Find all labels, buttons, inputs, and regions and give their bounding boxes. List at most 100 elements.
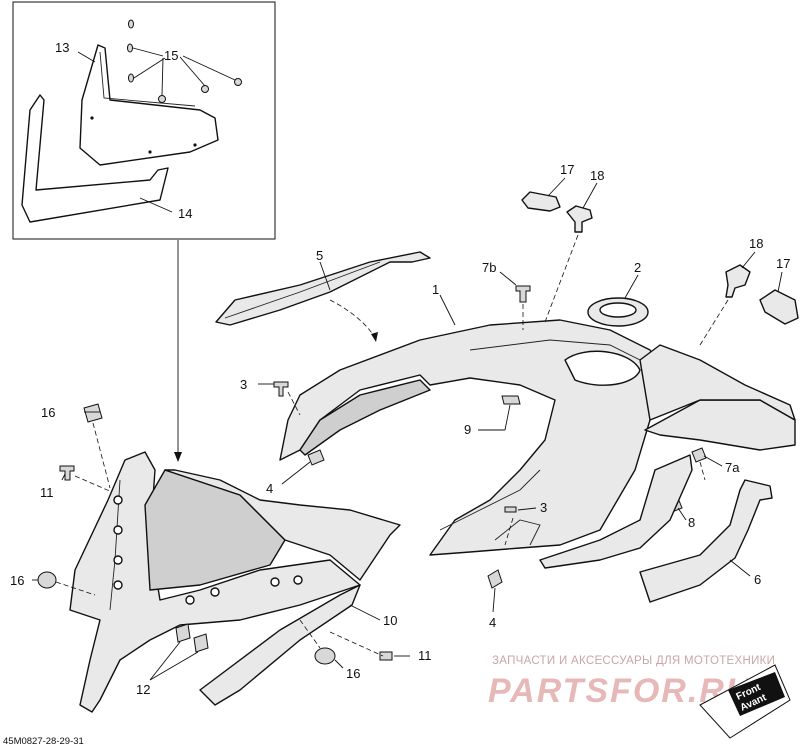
nut-15 xyxy=(234,78,242,86)
leader-16 xyxy=(334,659,344,669)
leader-17 xyxy=(777,271,783,293)
front-fairing-top xyxy=(164,469,401,581)
axis-3 xyxy=(504,517,514,546)
arrow-head xyxy=(174,452,182,462)
drawing-number: 45M0827-28-29-31 xyxy=(3,736,84,747)
callout-12: 12 xyxy=(136,682,150,697)
grommet-part-16 xyxy=(83,403,103,423)
nut-15 xyxy=(158,95,166,103)
callout-16: 16 xyxy=(41,405,55,420)
bolt-part-18 xyxy=(725,264,751,298)
deflector-detail xyxy=(224,261,381,319)
leader-15 xyxy=(179,56,206,87)
leader-15 xyxy=(182,55,236,81)
callout-5: 5 xyxy=(316,248,323,263)
callout-18: 18 xyxy=(590,168,604,183)
fairing-hole xyxy=(113,525,123,535)
axis-3 xyxy=(287,391,301,416)
axis-16 xyxy=(55,581,96,596)
clip-part-4 xyxy=(487,569,503,589)
fairing-hole xyxy=(210,587,220,597)
callout-6: 6 xyxy=(754,572,761,587)
callout-18: 18 xyxy=(749,236,763,251)
callout-17: 17 xyxy=(776,256,790,271)
screw-part-11 xyxy=(379,651,393,661)
callout-2: 2 xyxy=(634,260,641,275)
placement-curve xyxy=(329,299,376,339)
callout-7a: 7a xyxy=(725,460,740,475)
leader-10 xyxy=(349,604,381,621)
clip-part-12 xyxy=(193,633,209,653)
leader-15 xyxy=(133,57,166,79)
callout-3: 3 xyxy=(240,377,247,392)
screw-part-7a xyxy=(691,447,707,463)
watermark-tagline: ЗАПЧАСТИ И АКСЕССУАРЫ ДЛЯ МОТОТЕХНИКИ xyxy=(492,655,775,667)
bolt-7b xyxy=(515,285,531,303)
side-panel-inner-1 xyxy=(299,379,431,456)
screw-part-3 xyxy=(273,381,289,397)
grommet-part-16 xyxy=(37,571,57,589)
callout-9: 9 xyxy=(464,422,471,437)
screw-part-3 xyxy=(504,506,517,513)
leader-11 xyxy=(61,473,66,481)
leader-6 xyxy=(729,559,751,577)
callout-8: 8 xyxy=(688,515,695,530)
callout-3: 3 xyxy=(540,500,547,515)
callout-15: 15 xyxy=(164,48,178,63)
axis-16 xyxy=(299,619,321,649)
fairing-hole xyxy=(113,555,123,565)
leader-14 xyxy=(139,197,173,213)
leader-18 xyxy=(741,251,756,269)
leader-13 xyxy=(77,51,96,63)
axis-16 xyxy=(92,422,111,489)
leader-17 xyxy=(547,177,566,197)
callout-11: 11 xyxy=(418,648,432,663)
clip-part-9 xyxy=(501,395,521,405)
leader-15 xyxy=(161,57,164,96)
rear-lower-panel-part-6 xyxy=(639,479,773,603)
cap-part-17 xyxy=(759,289,799,325)
leader-1 xyxy=(439,294,456,326)
panel-tab-detail xyxy=(494,519,541,546)
fairing-hole xyxy=(185,595,195,605)
fastener-15 xyxy=(128,19,134,29)
filler-recess xyxy=(564,350,641,386)
gasket-hole xyxy=(599,302,637,318)
windshield-hole xyxy=(193,143,197,147)
fairing-hole xyxy=(293,575,303,585)
fairing-hole xyxy=(270,577,280,587)
axis-11 xyxy=(329,631,384,657)
callout-14: 14 xyxy=(178,206,192,221)
callout-13: 13 xyxy=(55,40,69,55)
arrow-head xyxy=(371,332,378,342)
bracket xyxy=(539,454,693,569)
fastener-15 xyxy=(128,73,134,83)
leader-7b xyxy=(499,271,517,286)
windshield-edge-detail xyxy=(99,51,196,107)
panel-lower-detail xyxy=(439,469,541,531)
callout-11: 11 xyxy=(40,485,54,500)
leader-8 xyxy=(677,507,687,521)
windshield-part-13 xyxy=(79,44,219,166)
callout-4: 4 xyxy=(489,615,496,630)
fastener-15 xyxy=(127,43,133,53)
leader-5 xyxy=(319,261,331,291)
clip-part-12 xyxy=(175,623,191,643)
cap-part-17 xyxy=(521,191,561,212)
windshield-hole xyxy=(148,150,152,154)
callout-17: 17 xyxy=(560,162,574,177)
leader-7a xyxy=(703,455,723,467)
callout-10: 10 xyxy=(383,613,397,628)
side-panel-part-1 xyxy=(279,319,671,556)
leader-3 xyxy=(517,507,537,511)
callout-16: 16 xyxy=(10,573,24,588)
leader-4 xyxy=(492,587,496,613)
nut-15 xyxy=(201,85,209,93)
axis-17-18 xyxy=(544,234,579,323)
callout-7b: 7b xyxy=(482,260,496,275)
leader-18 xyxy=(582,182,598,209)
leader-12 xyxy=(149,651,199,681)
leader-2 xyxy=(624,274,639,299)
